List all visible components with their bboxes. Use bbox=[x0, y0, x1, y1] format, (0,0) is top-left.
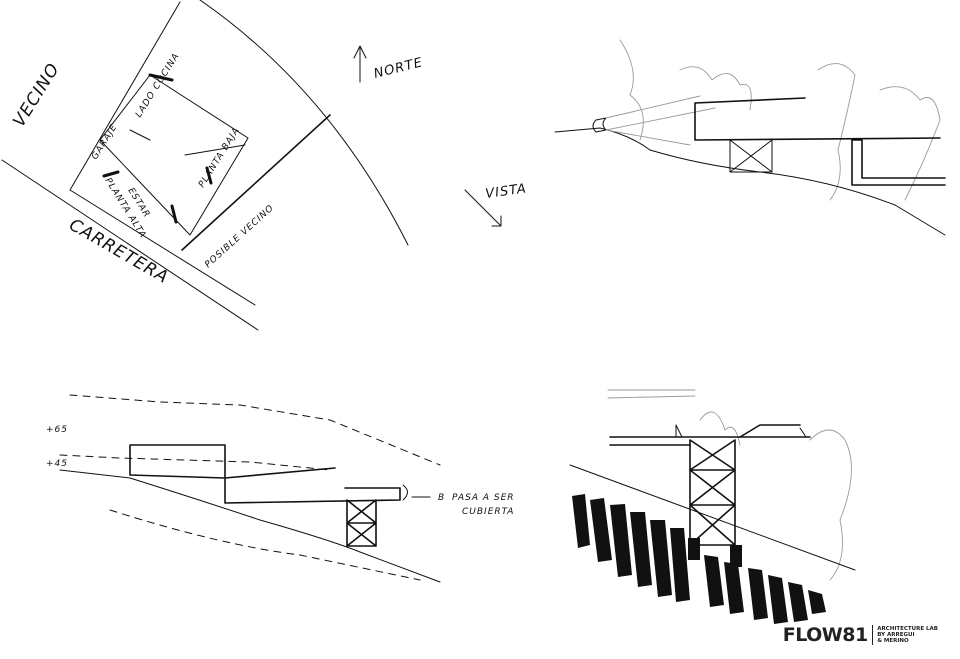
site-curve-line bbox=[199, 0, 409, 246]
label-lado-cocina: LADO COCINA bbox=[134, 51, 182, 119]
ground-line bbox=[59, 469, 441, 583]
wall-mark bbox=[148, 73, 174, 82]
eye-symbol bbox=[675, 424, 807, 438]
label-vecino: VECINO bbox=[9, 60, 64, 131]
terrain-line bbox=[554, 127, 946, 236]
label-vista: VISTA bbox=[484, 181, 527, 202]
upper-box bbox=[129, 444, 226, 479]
footing bbox=[730, 545, 742, 567]
upper-volume bbox=[694, 97, 941, 141]
lower-volume bbox=[851, 139, 946, 186]
brand-tagline-line-1: ARCHITECTURE LAB bbox=[877, 625, 938, 632]
perspective-sketch bbox=[569, 389, 856, 624]
brand-tagline-line-3: & MERINO bbox=[877, 638, 909, 645]
ground-line bbox=[569, 464, 856, 571]
brand-logo: FLOW81 ARCHITECTURE LAB BY ARREGUI & MER… bbox=[783, 624, 938, 646]
label-posible-vecino: POSIBLE VECINO bbox=[203, 203, 276, 270]
support-truss bbox=[346, 499, 377, 547]
section-view-sketch bbox=[554, 39, 946, 236]
upper-dashed-contour bbox=[69, 394, 441, 466]
label-level-upper: +65 bbox=[46, 425, 68, 435]
tree-outline bbox=[699, 411, 741, 446]
ground-hatch bbox=[572, 494, 826, 624]
cantilever-slab bbox=[609, 436, 811, 446]
long-section-sketch: +65 +45 B PASA A SER CUBIERTA bbox=[46, 394, 515, 583]
north-arrow bbox=[353, 45, 367, 83]
tree-outline bbox=[619, 39, 644, 141]
tree-outline bbox=[879, 86, 941, 201]
interior-line bbox=[129, 129, 246, 156]
boundary-line bbox=[181, 114, 331, 251]
wall-mark bbox=[102, 170, 120, 178]
note-line-1: PASA A SER bbox=[452, 493, 515, 503]
brand-divider bbox=[871, 625, 874, 645]
support-truss bbox=[729, 139, 773, 173]
tree-outline bbox=[679, 66, 752, 111]
label-norte: NORTE bbox=[372, 55, 424, 82]
wall-mark bbox=[205, 166, 213, 185]
view-arrow bbox=[464, 189, 502, 227]
eye-symbol bbox=[592, 117, 607, 133]
lower-box bbox=[224, 467, 401, 504]
note-line-2: CUBIERTA bbox=[462, 507, 514, 517]
tree-outline bbox=[817, 63, 856, 201]
brand-tagline-line-2: BY ARREGUI bbox=[877, 631, 915, 638]
sight-line bbox=[605, 95, 716, 146]
level-dashed-line bbox=[59, 454, 331, 471]
footing bbox=[688, 538, 700, 560]
brand-tagline: ARCHITECTURE LAB BY ARREGUI & MERINO bbox=[877, 626, 938, 645]
road-edge bbox=[1, 159, 259, 331]
brand-wordmark: FLOW81 bbox=[782, 624, 868, 646]
plot-boundary bbox=[69, 1, 256, 306]
label-carretera: CARRETERA bbox=[66, 215, 173, 288]
house-footprint bbox=[99, 74, 249, 236]
eye-symbol bbox=[402, 484, 408, 501]
support-truss bbox=[689, 439, 736, 546]
tree-outline bbox=[809, 429, 852, 581]
label-level-lower: +45 bbox=[46, 459, 68, 469]
label-planta-baja: PLANTA BAJA bbox=[197, 126, 242, 190]
upper-slab-line bbox=[607, 389, 696, 399]
roof-line bbox=[739, 424, 801, 438]
note-marker: B bbox=[438, 493, 445, 503]
lower-dashed-line bbox=[109, 509, 421, 581]
site-plan-sketch: VECINO NORTE LADO COCINA PLANTA BAJA PLA… bbox=[1, 0, 528, 331]
wall-mark bbox=[170, 204, 178, 224]
